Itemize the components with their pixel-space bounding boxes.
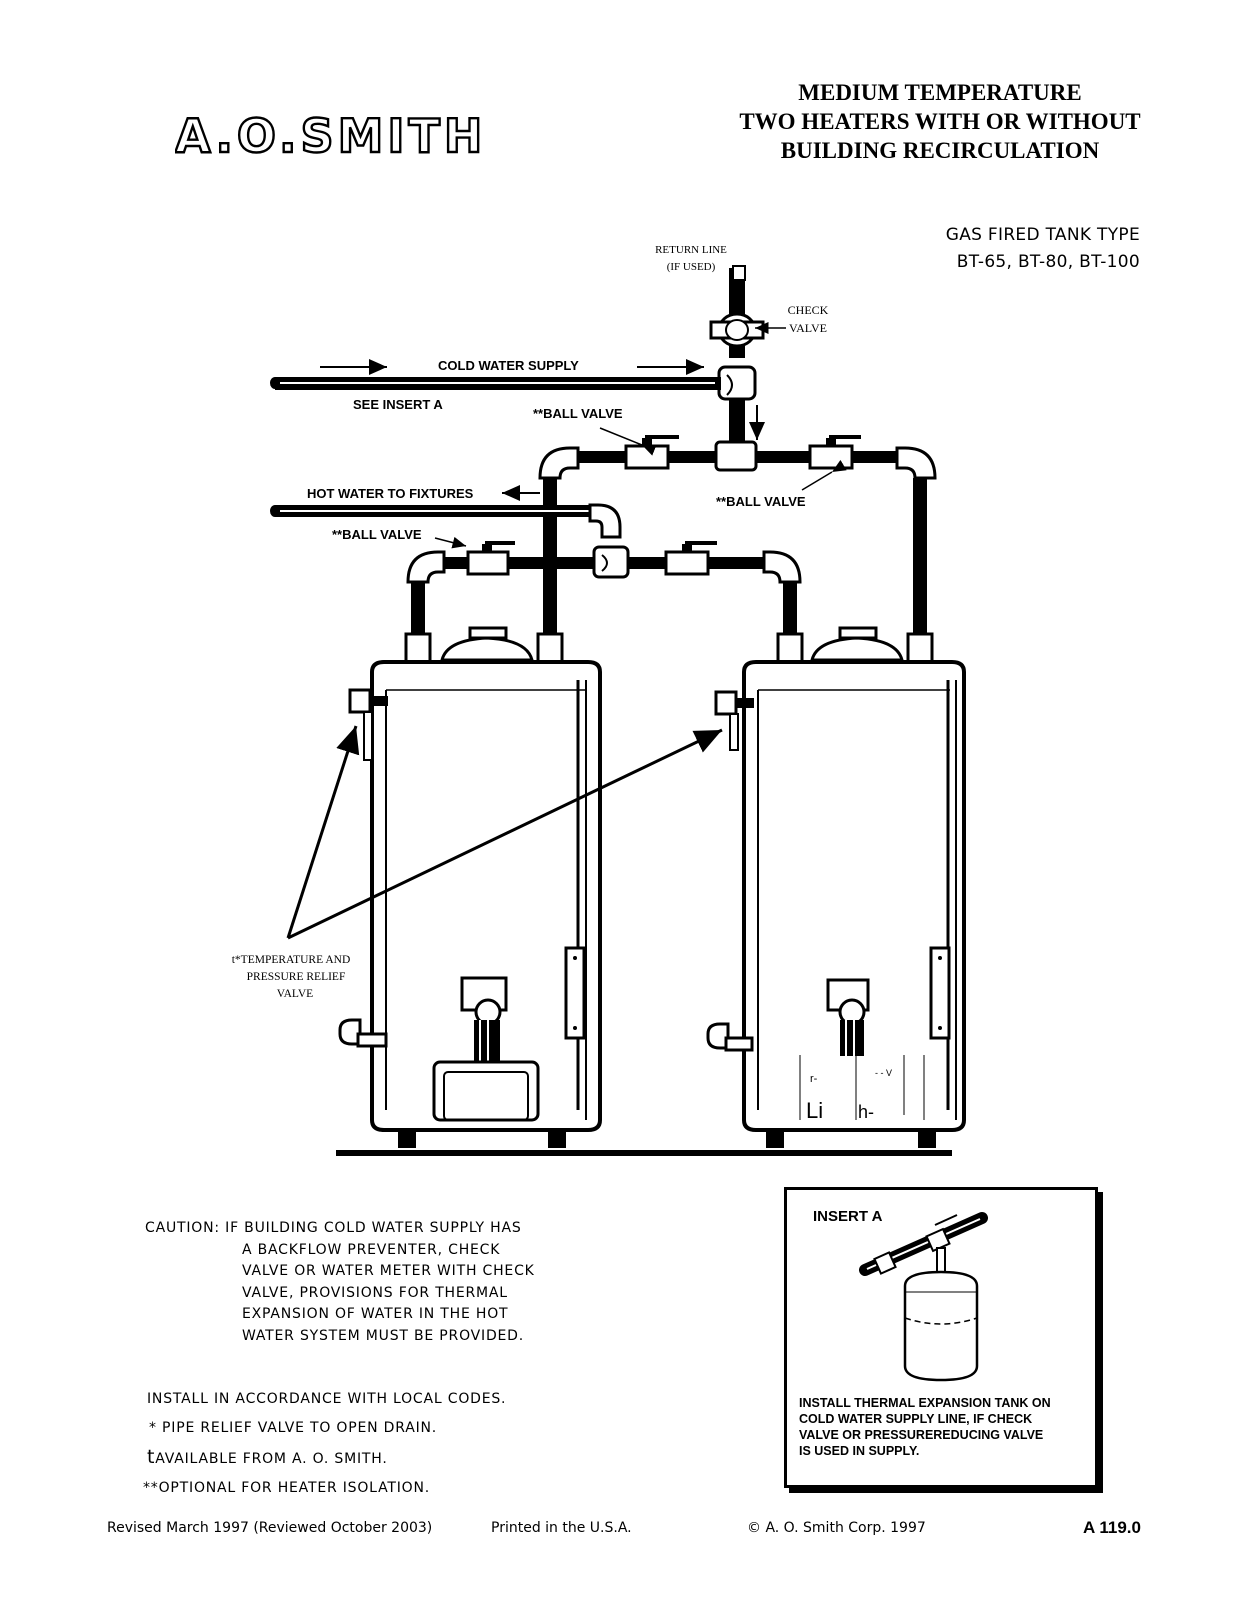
title-line-2: TWO HEATERS WITH OR WITHOUT [739,109,1141,134]
stray-mark-li: Li [806,1098,823,1123]
return-if-used-label: (IF USED) [667,261,716,273]
ball-valve-right-label: **BALL VALVE [716,494,806,509]
cold-water-supply-pipe [270,377,721,390]
note-pipe-relief: * PIPE RELIEF VALVE TO OPEN DRAIN. [149,1420,438,1436]
note-available-text: AVAILABLE FROM A. O. SMITH. [155,1451,388,1467]
tp-valve-label-3: VALVE [277,988,313,1000]
riser-left-hot [411,582,425,638]
check-valve-label-1: CHECK [788,303,829,317]
water-heater-2 [706,626,966,1148]
insert-a-line-1: INSTALL THERMAL EXPANSION TANK ON [799,1396,1051,1410]
tp-valve-label-2: PRESSURE RELIEF [247,971,346,983]
ball-valve-right-leader [801,459,847,491]
caution-line-3: VALVE OR WATER METER WITH CHECK [242,1263,535,1279]
note-available-mark: t [147,1446,156,1468]
return-line-label: RETURN LINE [655,244,727,256]
page-footer: Revised March 1997 (Reviewed October 200… [0,1518,1237,1542]
caution-line-2: A BACKFLOW PREVENTER, CHECK [242,1241,501,1258]
note-optional: **OPTIONAL FOR HEATER ISOLATION. [143,1480,431,1496]
tp-valve-arrow-2 [287,728,723,940]
insert-a-line-2: COLD WATER SUPPLY LINE, IF CHECK [799,1412,1033,1426]
stray-mark-v: - - V [875,1068,892,1078]
stray-mark-h: h- [858,1102,874,1122]
insert-a-line-3: VALVE OR PRESSUREREDUCING VALVE [799,1428,1044,1442]
title-line-3: BUILDING RECIRCULATION [780,138,1100,163]
ball-valve-top-label: **BALL VALVE [533,406,623,421]
insert-a-instructions: INSTALL THERMAL EXPANSION TANK ON COLD W… [799,1395,1089,1459]
document-number: A 119.0 [1083,1518,1141,1537]
footer-printed: Printed in the U.S.A. [491,1520,632,1536]
piping-diagram: RETURN LINE (IF USED) CHECK VALVE COLD W… [232,244,966,1156]
insert-a-title: INSERT A [813,1208,883,1225]
insert-a-line-4: IS USED IN SUPPLY. [799,1444,920,1458]
caution-note: CAUTION: IF BUILDING COLD WATER SUPPLY H… [145,1218,605,1347]
ao-smith-logo: A.O.SMITH [175,112,486,158]
water-heater-1 [338,626,602,1148]
tp-valve-arrow-1 [286,725,360,939]
riser-right-hot [783,582,797,638]
title-line-1: MEDIUM TEMPERATURE [798,80,1082,105]
return-line-pipe [729,265,746,444]
footer-revised: Revised March 1997 (Reviewed October 200… [107,1520,433,1536]
ball-valve-top-leader [599,427,657,456]
note-available: tAVAILABLE FROM A. O. SMITH. [143,1443,623,1474]
cold-water-supply-label: COLD WATER SUPPLY [438,358,579,373]
caution-line-6: WATER SYSTEM MUST BE PROVIDED. [242,1327,525,1344]
subtitle-line-1: GAS FIRED TANK TYPE [945,225,1140,245]
insert-a-box: INSERT A INSTALL THERMAL EXPANSION TANK … [784,1187,1098,1488]
hot-water-label: HOT WATER TO FIXTURES [307,486,474,501]
check-valve-label-2: VALVE [789,321,827,335]
logo-text: A.O.SMITH [175,112,486,158]
see-insert-a-label: SEE INSERT A [353,397,443,412]
expansion-tank-illustration [859,1212,988,1382]
caution-line-5: EXPANSION OF WATER IN THE HOT [242,1306,509,1322]
footer-copyright: © A. O. Smith Corp. 1997 [747,1520,926,1536]
top-header-pipe [538,435,937,480]
check-valve [709,312,765,348]
install-notes: INSTALL IN ACCORDANCE WITH LOCAL CODES. … [143,1385,623,1503]
note-local-codes: INSTALL IN ACCORDANCE WITH LOCAL CODES. [147,1391,507,1407]
caution-line-1: CAUTION: IF BUILDING COLD WATER SUPPLY H… [145,1220,522,1236]
document-title: MEDIUM TEMPERATURE TWO HEATERS WITH OR W… [700,78,1180,165]
tp-valve-label-1: t*TEMPERATURE AND [232,954,351,966]
ball-valve-left-label: **BALL VALVE [332,527,422,542]
stray-mark-r: r- [810,1073,818,1085]
caution-line-4: VALVE, PROVISIONS FOR THERMAL [242,1284,508,1301]
supply-tee [717,365,757,401]
subtitle-line-2: BT-65, BT-80, BT-100 [956,252,1140,272]
ball-valve-left-leader [434,536,467,549]
riser-right-cold [913,478,927,638]
floor-line [336,1150,952,1156]
model-subtitle: GAS FIRED TANK TYPE BT-65, BT-80, BT-100 [880,222,1140,276]
hot-header-pipe [406,541,802,584]
hot-water-pipe [270,503,622,539]
